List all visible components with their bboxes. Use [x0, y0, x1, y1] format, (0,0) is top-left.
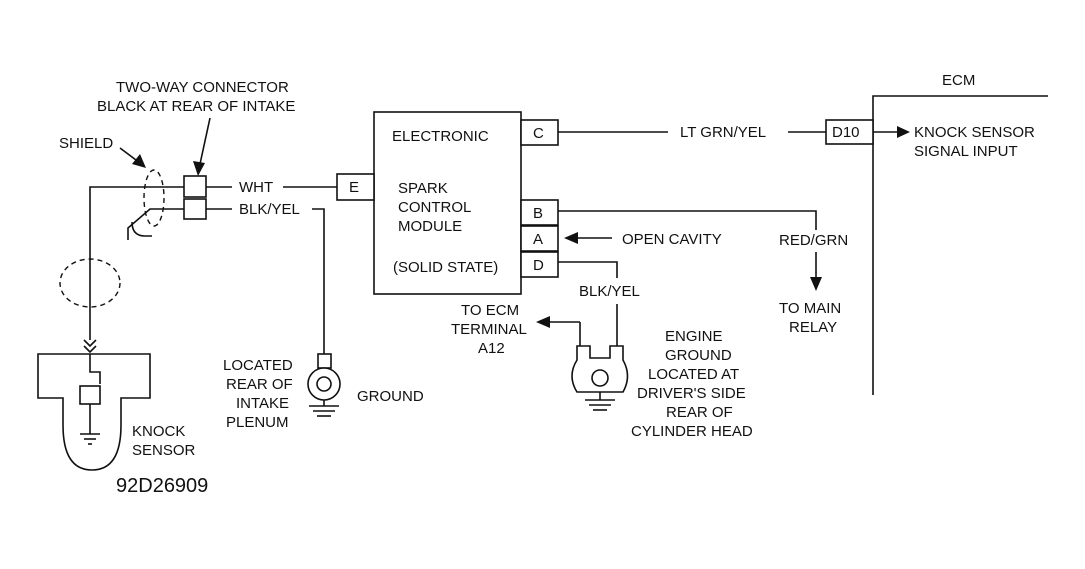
engine-ground-line4: DRIVER'S SIDE — [637, 385, 746, 402]
intake-ground-stud — [317, 353, 332, 369]
wire-red-grn: RED/GRN TO MAIN RELAY — [558, 210, 848, 336]
terminal-c — [520, 119, 559, 146]
ecm-title: ECM — [942, 72, 975, 89]
main-relay-arrow — [810, 277, 822, 291]
wire-blk-yel-left: BLK/YEL — [206, 201, 325, 354]
figure-code: 92D26909 — [116, 475, 208, 497]
engine-ground-terminal — [536, 316, 629, 411]
connector-line2: BLACK AT REAR OF INTAKE — [97, 98, 295, 115]
ecm-terminal-line2: TERMINAL — [451, 321, 527, 338]
ecm-signal-line1: KNOCK SENSOR — [914, 124, 1035, 141]
module-line3: CONTROL — [398, 199, 471, 216]
shield-label: SHIELD — [59, 135, 113, 152]
module-line2: SPARK — [398, 180, 448, 197]
engine-ground-lug — [571, 345, 629, 393]
two-way-connector: TWO-WAY CONNECTOR BLACK AT REAR OF INTAK… — [97, 79, 295, 220]
terminal-e-label: E — [349, 179, 359, 196]
engine-ground-line3: LOCATED AT — [648, 366, 739, 383]
module-line4: MODULE — [398, 218, 462, 235]
open-cavity-arrow — [564, 232, 578, 244]
wire-red-grn-label: RED/GRN — [779, 232, 848, 249]
module-line5: (SOLID STATE) — [393, 259, 498, 276]
main-relay-line2: RELAY — [789, 319, 837, 336]
ecm-signal-line2: SIGNAL INPUT — [914, 143, 1018, 160]
engine-ground-line2: GROUND — [665, 347, 732, 364]
terminal-b-label: B — [533, 205, 543, 222]
ecm-a12-arrow — [536, 316, 550, 328]
engine-ground-line5: REAR OF — [666, 404, 733, 421]
ecm-terminal-line1: TO ECM — [461, 302, 519, 319]
intake-ground-line4: PLENUM — [226, 414, 289, 431]
wire-blk-yel-right-label: BLK/YEL — [579, 283, 640, 300]
wire-lt-grn-yel: LT GRN/YEL — [558, 124, 826, 141]
knock-sensor — [37, 339, 151, 471]
connector-arrow — [193, 161, 205, 176]
knock-sensor-line2: SENSOR — [132, 442, 196, 459]
engine-ground-line1: ENGINE — [665, 328, 723, 345]
engine-ground-hole — [591, 369, 609, 387]
engine-ground-line6: CYLINDER HEAD — [631, 423, 753, 440]
ecm-block: ECM D10 KNOCK SENSOR SIGNAL INPUT — [825, 72, 1048, 395]
terminal-c-label: C — [533, 125, 544, 142]
shield-lower-ellipse — [59, 258, 121, 308]
terminal-d — [520, 251, 559, 278]
wire-blk-yel-right: BLK/YEL — [558, 261, 640, 346]
intake-ground-label: GROUND — [357, 388, 424, 405]
terminal-a-label: A — [533, 231, 543, 248]
knock-sensor-element — [79, 385, 101, 405]
spark-control-module: ELECTRONIC SPARK CONTROL MODULE (SOLID S… — [336, 111, 559, 295]
shield-arrow — [132, 154, 146, 168]
wire-blk-yel-left-label: BLK/YEL — [239, 201, 300, 218]
ecm-terminal-d10-label: D10 — [832, 124, 860, 141]
intake-ground-terminal — [307, 353, 341, 417]
intake-ground-line3: INTAKE — [236, 395, 289, 412]
open-cavity: OPEN CAVITY — [564, 231, 722, 248]
main-relay-line1: TO MAIN — [779, 300, 841, 317]
terminal-a — [520, 225, 559, 252]
terminal-d-label: D — [533, 257, 544, 274]
terminal-e — [336, 173, 375, 201]
knock-sensor-line1: KNOCK — [132, 423, 185, 440]
wire-lt-grn-yel-label: LT GRN/YEL — [680, 124, 766, 141]
knock-sensor-body — [37, 353, 151, 471]
shield-upper-ellipse — [143, 169, 165, 227]
ecm-terminal-line3: A12 — [478, 340, 505, 357]
open-cavity-label: OPEN CAVITY — [622, 231, 722, 248]
module-line1: ELECTRONIC — [392, 128, 489, 145]
connector-line1: TWO-WAY CONNECTOR — [116, 79, 289, 96]
intake-ground-line2: REAR OF — [226, 376, 293, 393]
shielded-cable: SHIELD — [59, 135, 184, 340]
module-body — [373, 111, 522, 295]
terminal-b — [520, 199, 559, 226]
intake-ground-line1: LOCATED — [223, 357, 293, 374]
wire-wht-label: WHT — [239, 179, 273, 196]
wire-wht: WHT — [206, 179, 337, 196]
signal-arrow — [897, 126, 910, 138]
